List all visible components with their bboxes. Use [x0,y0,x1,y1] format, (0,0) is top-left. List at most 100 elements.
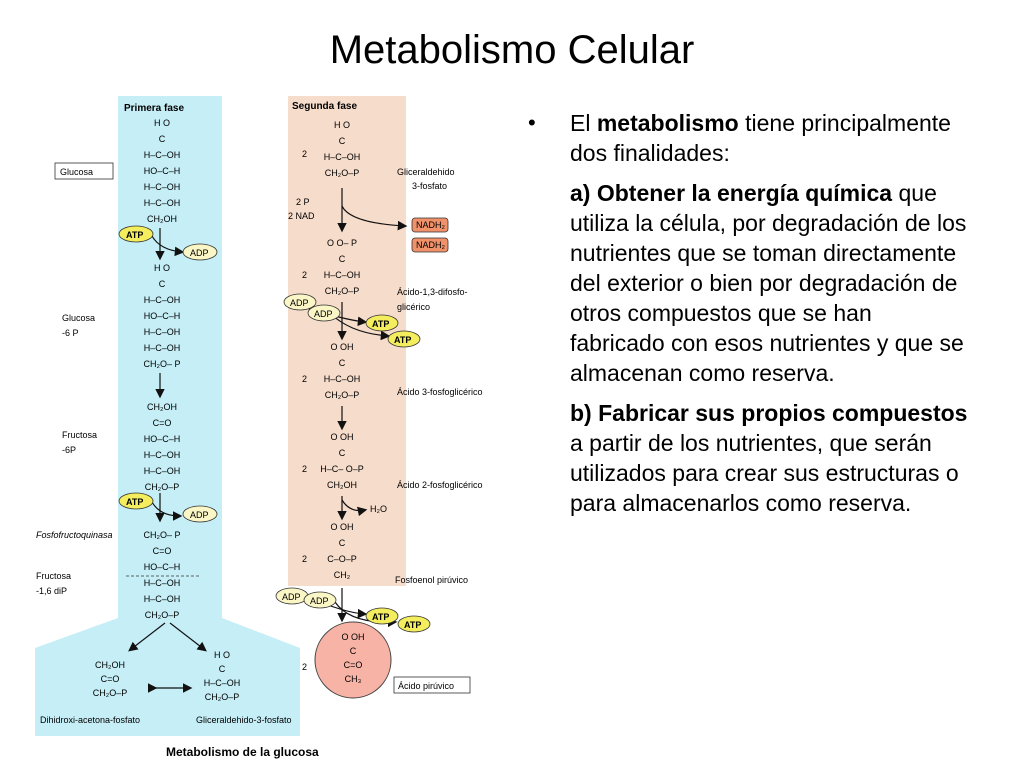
fosfoglic2-label: Ácido 2-fosfoglicérico [397,480,483,490]
pyruvate-line-3: CH₃ [345,674,362,684]
pga3-line-3: CH₂O–P [325,390,360,400]
h2o-label: H₂O [370,504,387,514]
pga2-line-1: C [339,448,346,458]
fructose6p-line-2: HO–C–H [144,434,181,444]
gliceraldehido-label-2: 3-fosfato [412,181,447,191]
coef-bpg: 2 [302,270,307,280]
gliceraldehido3f-label: Gliceraldehido-3-fosfato [196,715,292,725]
adp-label-6: ADP [310,596,329,606]
bullet-b: b) Fabricar sus propios compuestos a par… [570,398,968,518]
two-nad-label: 2 NAD [288,211,315,221]
pga3-line-0: O OH [330,342,353,352]
glucose-line-6: CH₂OH [147,214,177,224]
dhap-line-2: CH₂O–P [93,688,128,698]
phase2-title: Segunda fase [292,101,357,112]
fosfofructoquinasa-label: Fosfofructoquinasa [36,530,113,540]
gliceraldehido-label-1: Gliceraldehido [397,167,455,177]
g3p_left-line-1: C [219,664,226,674]
fructose6p-line-3: H–C–OH [144,450,181,460]
fructose6p-line-0: CH₂OH [147,402,177,412]
dhap-molecule: CH₂OH C=O CH₂O–P [93,660,128,698]
adp-label-1: ADP [190,248,209,258]
a-bold: a) Obtener la energía química [570,180,893,206]
intro-bold: metabolismo [596,110,739,136]
bullet-intro: El metabolismo tiene principalmente dos … [570,108,968,168]
fructosa6p-label-1: Fructosa [62,430,97,440]
bullet-dot: • [528,110,536,135]
pep-line-2: C–O–P [327,554,357,564]
pyruvate-circle [314,621,392,699]
glucose-line-5: H–C–OH [144,198,181,208]
intro-text-post: tiene principalmente dos finalidades: [570,110,951,166]
atp-label-3: ATP [372,319,389,329]
fructose6p-line-1: C=O [153,418,172,428]
arrow-atp-adp-2 [151,501,183,521]
coef-pga3: 2 [302,374,307,384]
difosfo-label-2: glicérico [397,302,430,312]
nadh-box-1 [411,217,449,233]
bullet-list: • El metabolismo tiene principalmente do… [528,108,968,528]
g3p_left-line-2: H–C–OH [204,678,241,688]
fructose16-line-5: CH₂O–P [145,610,180,620]
dhap-line-1: C=O [101,674,120,684]
fosfoglic3-label: Ácido 3-fosfoglicérico [397,387,483,397]
a-text: que utiliza la célula, por degradación d… [570,180,967,386]
glucose6p-line-2: H–C–OH [144,295,181,305]
glucose-line-3: HO–C–H [144,166,181,176]
atp-oval-5 [365,607,399,625]
arrow-h2o [341,499,368,517]
phase2-background [288,96,406,586]
coef-g3p: 2 [302,149,307,159]
dhap-line-0: CH₂OH [95,660,125,670]
arrow-atp-adp-1 [151,235,185,257]
atp-oval-3 [365,314,399,332]
adp-oval-3 [283,293,317,311]
g3p_left-line-0: H O [214,650,230,660]
glucosa6p-label-2: -6 P [62,328,79,338]
atp-oval-2 [118,492,154,510]
atp-label-2: ATP [126,497,143,507]
glucose6p-line-0: H O [154,263,170,273]
g3p-line-0: H O [334,120,350,130]
adp-oval-1 [182,243,218,261]
glucose-line-4: H–C–OH [144,182,181,192]
pga2-line-2: H–C– O–P [320,464,364,474]
b-bold: b) Fabricar sus propios compuestos [570,400,968,426]
phase1-background [35,96,300,736]
glucosa-label: Glucosa [60,167,93,177]
piruvico-label-box [393,676,471,694]
fructose16-line-3: H–C–OH [144,578,181,588]
pga3-line-1: C [339,358,346,368]
g3p_left-line-3: CH₂O–P [205,692,240,702]
coef-pyruvate: 2 [302,662,307,672]
atp-oval-4 [387,330,421,348]
adp-label-2: ADP [190,510,209,520]
g3p-left-molecule: H O C H–C–OH CH₂O–P [204,650,241,702]
atp-oval-6 [397,615,431,633]
phase1-title: Primera fase [124,103,184,114]
nadh-box-2 [411,237,449,253]
fructose6p-line-5: CH₂O–P [145,482,180,492]
coef-pep: 2 [302,554,307,564]
difosfo-label-1: Ácido-1,3-difosfo- [397,287,468,297]
adp-label-5: ADP [282,592,301,602]
arrow-nadh [341,205,408,231]
bpg-line-2: H–C–OH [324,270,361,280]
fructosa6p-label-2: -6P [62,445,76,455]
bpg-line-3: CH₂O–P [325,286,360,296]
pga2-line-0: O OH [330,432,353,442]
glucose-line-0: H O [154,118,170,128]
g3p-line-2: H–C–OH [324,152,361,162]
fructosa16-label-1: Fructosa [36,571,71,581]
dihidroxi-label: Dihidroxi-acetona-fosfato [40,715,140,725]
diagram-caption: Metabolismo de la glucosa [166,745,319,759]
adp-label-4: ADP [314,309,333,319]
glucosa-label-box [54,162,114,180]
fosfoenol-label: Fosfoenol pirúvico [395,575,468,585]
